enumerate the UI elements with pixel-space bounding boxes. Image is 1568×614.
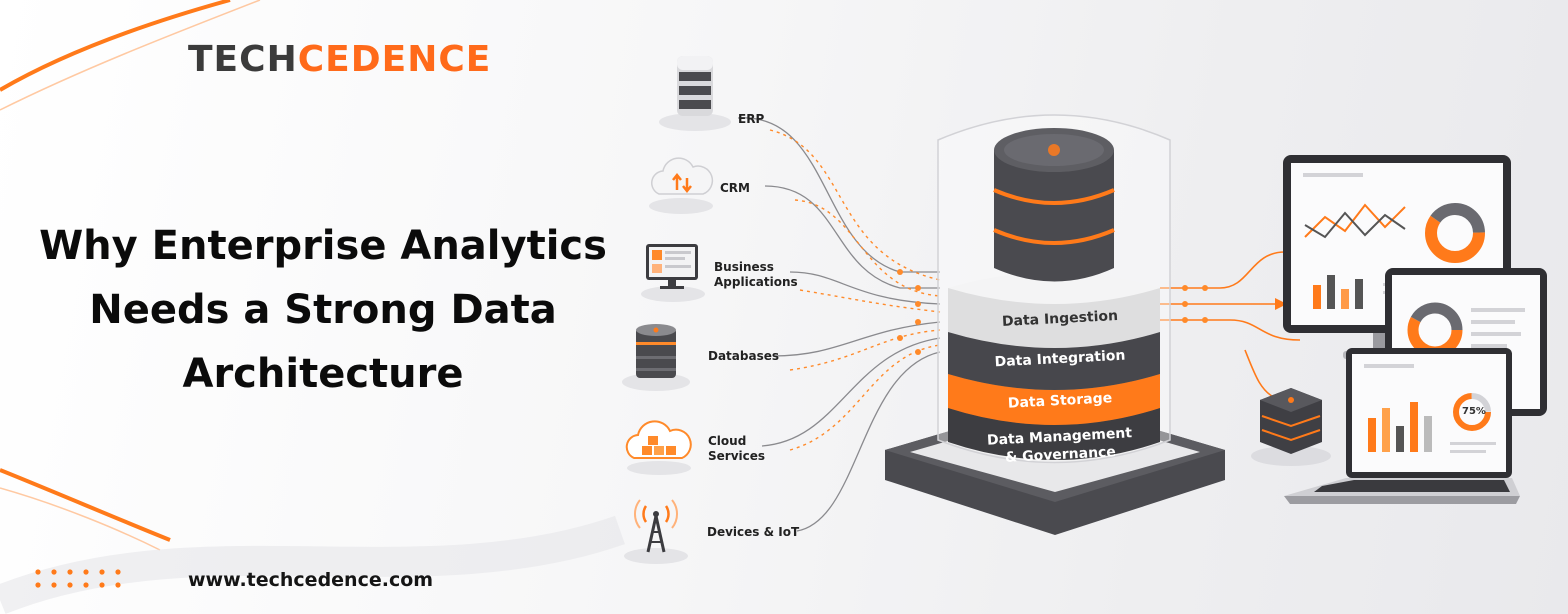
logo-text-cedence: CEDENCE bbox=[297, 39, 492, 80]
website-url[interactable]: www.techcedence.com bbox=[188, 569, 434, 591]
server-stack-icon bbox=[659, 56, 731, 131]
source-label-crm: CRM bbox=[720, 181, 750, 195]
title-line-3: Architecture bbox=[182, 351, 464, 397]
source-label-devices-iot: Devices & IoT bbox=[707, 525, 800, 539]
source-label-databases: Databases bbox=[708, 349, 780, 363]
source-label-business-line1: Business bbox=[714, 260, 774, 274]
source-label-business-applications: Business Applications bbox=[714, 260, 798, 290]
logo-text-tech: TECH bbox=[188, 39, 298, 80]
source-label-business-line2: Applications bbox=[714, 275, 798, 289]
small-server-icon bbox=[1251, 388, 1331, 466]
gauge-value: 75% bbox=[1462, 406, 1486, 417]
antenna-icon bbox=[624, 499, 688, 564]
title-line-2: Needs a Strong Data bbox=[89, 287, 557, 333]
desktop-app-icon bbox=[641, 244, 705, 302]
source-label-cloud-line2: Services bbox=[708, 449, 766, 463]
data-architecture-tower bbox=[885, 114, 1225, 535]
cloud-services-icon bbox=[625, 420, 692, 475]
source-label-cloud-services: Cloud Services bbox=[708, 434, 765, 464]
orange-dots-decoration bbox=[35, 569, 121, 588]
brand-logo: TECHCEDENCE bbox=[188, 40, 491, 80]
title-line-1: Why Enterprise Analytics bbox=[39, 223, 607, 269]
cloud-sync-icon bbox=[649, 157, 714, 214]
page-title: Why Enterprise Analytics Needs a Strong … bbox=[18, 214, 628, 406]
source-label-erp: ERP bbox=[738, 112, 765, 126]
dashboard-laptop bbox=[1284, 348, 1520, 504]
source-label-cloud-line1: Cloud bbox=[708, 434, 747, 448]
database-icon bbox=[622, 324, 690, 391]
